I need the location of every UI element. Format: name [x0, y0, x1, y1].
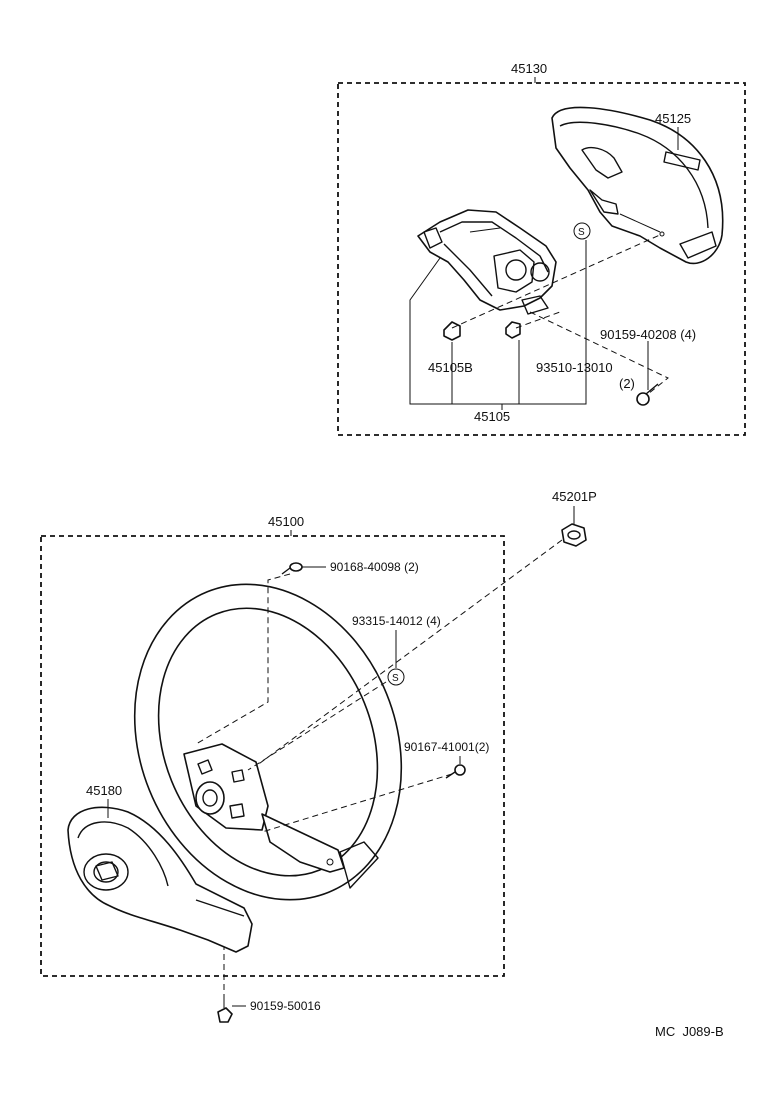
- label-45105: 45105: [474, 409, 510, 424]
- symbol-s-lower: S: [387, 668, 405, 686]
- horn-pad: [67, 806, 253, 953]
- label-90168-40098: 90168-40098 (2): [330, 560, 419, 574]
- screw-90167-41001: [445, 764, 466, 779]
- label-90159-40208: 90159-40208 (4): [600, 327, 696, 342]
- drawing-code: MC J089-B: [655, 1024, 724, 1039]
- upper-group-frame: [337, 82, 746, 436]
- label-93510-qty: (2): [619, 376, 635, 391]
- nut-45201p: [561, 523, 587, 547]
- label-45105b: 45105B: [428, 360, 473, 375]
- screw-90159-40208: [636, 383, 659, 406]
- clip-93510-13010: [505, 321, 521, 339]
- bolt-90168-40098: [281, 562, 303, 575]
- label-45201p: 45201P: [552, 489, 597, 504]
- switch-bracket: [417, 209, 557, 315]
- lower-group-frame: [40, 535, 505, 977]
- label-93510-13010: 93510-13010: [536, 360, 613, 375]
- label-45130: 45130: [511, 61, 547, 76]
- upper-group: 45130 45125: [337, 61, 746, 436]
- steering-wheel: [133, 583, 403, 901]
- label-90167-41001: 90167-41001(2): [404, 740, 489, 754]
- label-93315-14012: 93315-14012 (4): [352, 614, 441, 628]
- label-45125: 45125: [655, 111, 691, 126]
- label-90159-50016: 90159-50016: [250, 999, 321, 1013]
- clip-45105b: [443, 321, 461, 341]
- screw-90159-50016: [217, 1000, 233, 1023]
- label-45180: 45180: [86, 783, 122, 798]
- horn-cover: [551, 106, 724, 265]
- symbol-s-lower-text: S: [392, 673, 399, 684]
- label-45100: 45100: [268, 514, 304, 529]
- lower-group: 45100 45201P 9016: [40, 489, 597, 1023]
- symbol-s-upper: S: [573, 222, 591, 240]
- symbol-s-upper-text: S: [578, 227, 585, 238]
